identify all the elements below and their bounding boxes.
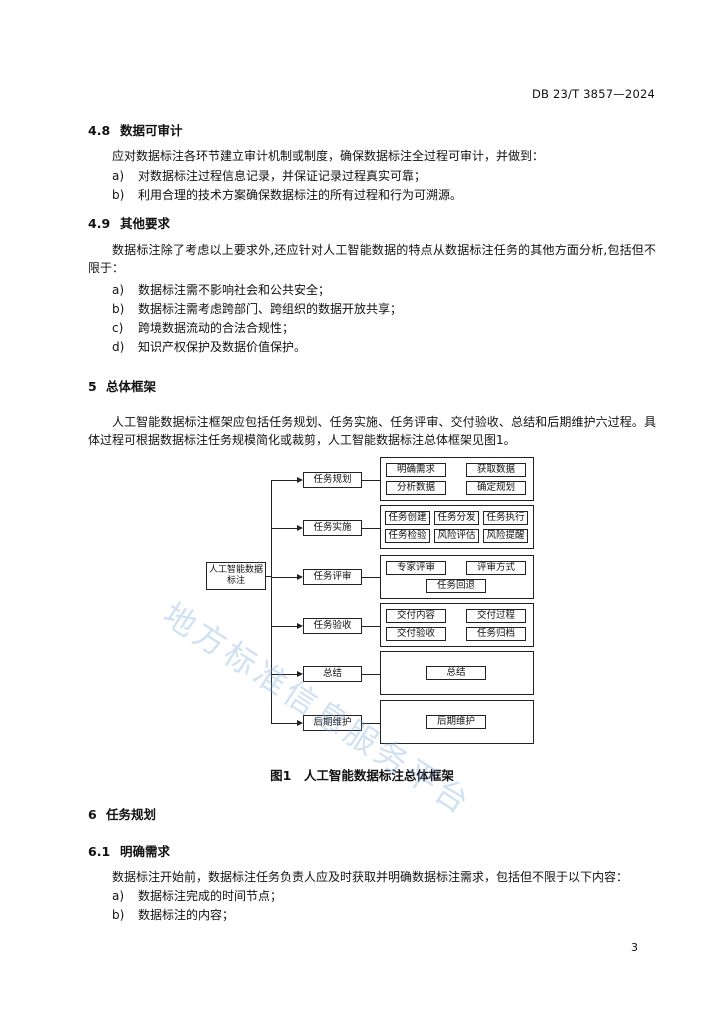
stage-label: 任务实施	[303, 520, 362, 536]
task-box: 获取数据	[466, 463, 526, 477]
task-box: 评审方式	[466, 561, 526, 575]
task-box: 确定规划	[466, 481, 526, 495]
stage-label: 后期维护	[303, 715, 362, 731]
task-box: 任务归档	[466, 627, 526, 641]
task-box: 交付验收	[386, 627, 446, 641]
task-box: 任务回退	[426, 579, 486, 593]
task-box: 风险提醒	[483, 529, 528, 543]
list-item: a)对数据标注过程信息记录，并保证记录过程真实可靠；	[112, 169, 427, 183]
arrow-icon	[297, 477, 303, 483]
connector-line	[362, 626, 380, 627]
list-item: b)利用合理的技术方案确保数据标注的所有过程和行为可溯源。	[112, 188, 463, 202]
section-4-8-para: 应对数据标注各环节建立审计机制或制度，确保数据标注全过程可审计，并做到：	[112, 149, 545, 163]
list-item: c)跨境数据流动的合法合规性；	[112, 321, 295, 335]
arrow-icon	[297, 525, 303, 531]
connector-line	[362, 674, 380, 675]
section-4-9-para: 数据标注除了考虑以上要求外,还应针对人工智能数据的特点从数据标注任务的其他方面分…	[88, 243, 656, 275]
list-item: d)知识产权保护及数据价值保护。	[112, 340, 307, 354]
section-5-para: 人工智能数据标注框架应包括任务规划、任务实施、任务评审、交付验收、总结和后期维护…	[88, 415, 656, 447]
list-item: b)数据标注的内容；	[112, 908, 235, 922]
arrow-icon	[297, 671, 303, 677]
stage-label: 任务验收	[303, 618, 362, 634]
connector-line	[362, 480, 380, 481]
arrow-icon	[297, 720, 303, 726]
stage-label: 任务评审	[303, 569, 362, 585]
section-title: 数据可审计	[120, 123, 183, 138]
connector-line	[362, 577, 380, 578]
task-box: 任务检验	[385, 529, 430, 543]
task-box: 交付内容	[386, 609, 446, 623]
branch-line	[271, 528, 299, 529]
connector-line	[362, 528, 380, 529]
branch-line	[271, 626, 299, 627]
stage-label: 总结	[303, 666, 362, 682]
list-item: a)数据标注需不影响社会和公共安全；	[112, 283, 331, 297]
section-4-8-heading: 4.8 数据可审计	[88, 120, 183, 139]
task-box: 后期维护	[426, 715, 486, 729]
section-6-1-para: 数据标注开始前，数据标注任务负责人应及时获取并明确数据标注需求，包括但不限于以下…	[112, 870, 629, 884]
task-box: 任务创建	[385, 511, 430, 525]
doc-code-header: DB 23/T 3857—2024	[531, 87, 655, 101]
task-box: 任务分发	[434, 511, 479, 525]
task-box: 分析数据	[386, 481, 446, 495]
branch-line	[271, 480, 299, 481]
task-box: 明确需求	[386, 463, 446, 477]
stage-label: 任务规划	[303, 472, 362, 488]
task-box: 交付过程	[466, 609, 526, 623]
branch-line	[271, 723, 299, 724]
branch-line	[271, 577, 299, 578]
task-box: 总结	[426, 666, 486, 680]
page-number: 3	[631, 941, 638, 954]
arrow-icon	[297, 574, 303, 580]
task-box: 风险评估	[434, 529, 479, 543]
figure-caption: 图1 人工智能数据标注总体框架	[270, 768, 454, 783]
list-item: a)数据标注完成的时间节点；	[112, 889, 283, 903]
arrow-icon	[297, 623, 303, 629]
connector-line	[266, 576, 271, 577]
task-box: 专家评审	[386, 561, 446, 575]
section-number: 4.8	[88, 123, 111, 138]
list-item: b)数据标注需考虑跨部门、跨组织的数据开放共享；	[112, 302, 403, 316]
root-box: 人工智能数据标注	[206, 562, 266, 590]
connector-line	[362, 723, 380, 724]
trunk-line	[271, 480, 272, 723]
task-box: 任务执行	[483, 511, 528, 525]
branch-line	[271, 674, 299, 675]
